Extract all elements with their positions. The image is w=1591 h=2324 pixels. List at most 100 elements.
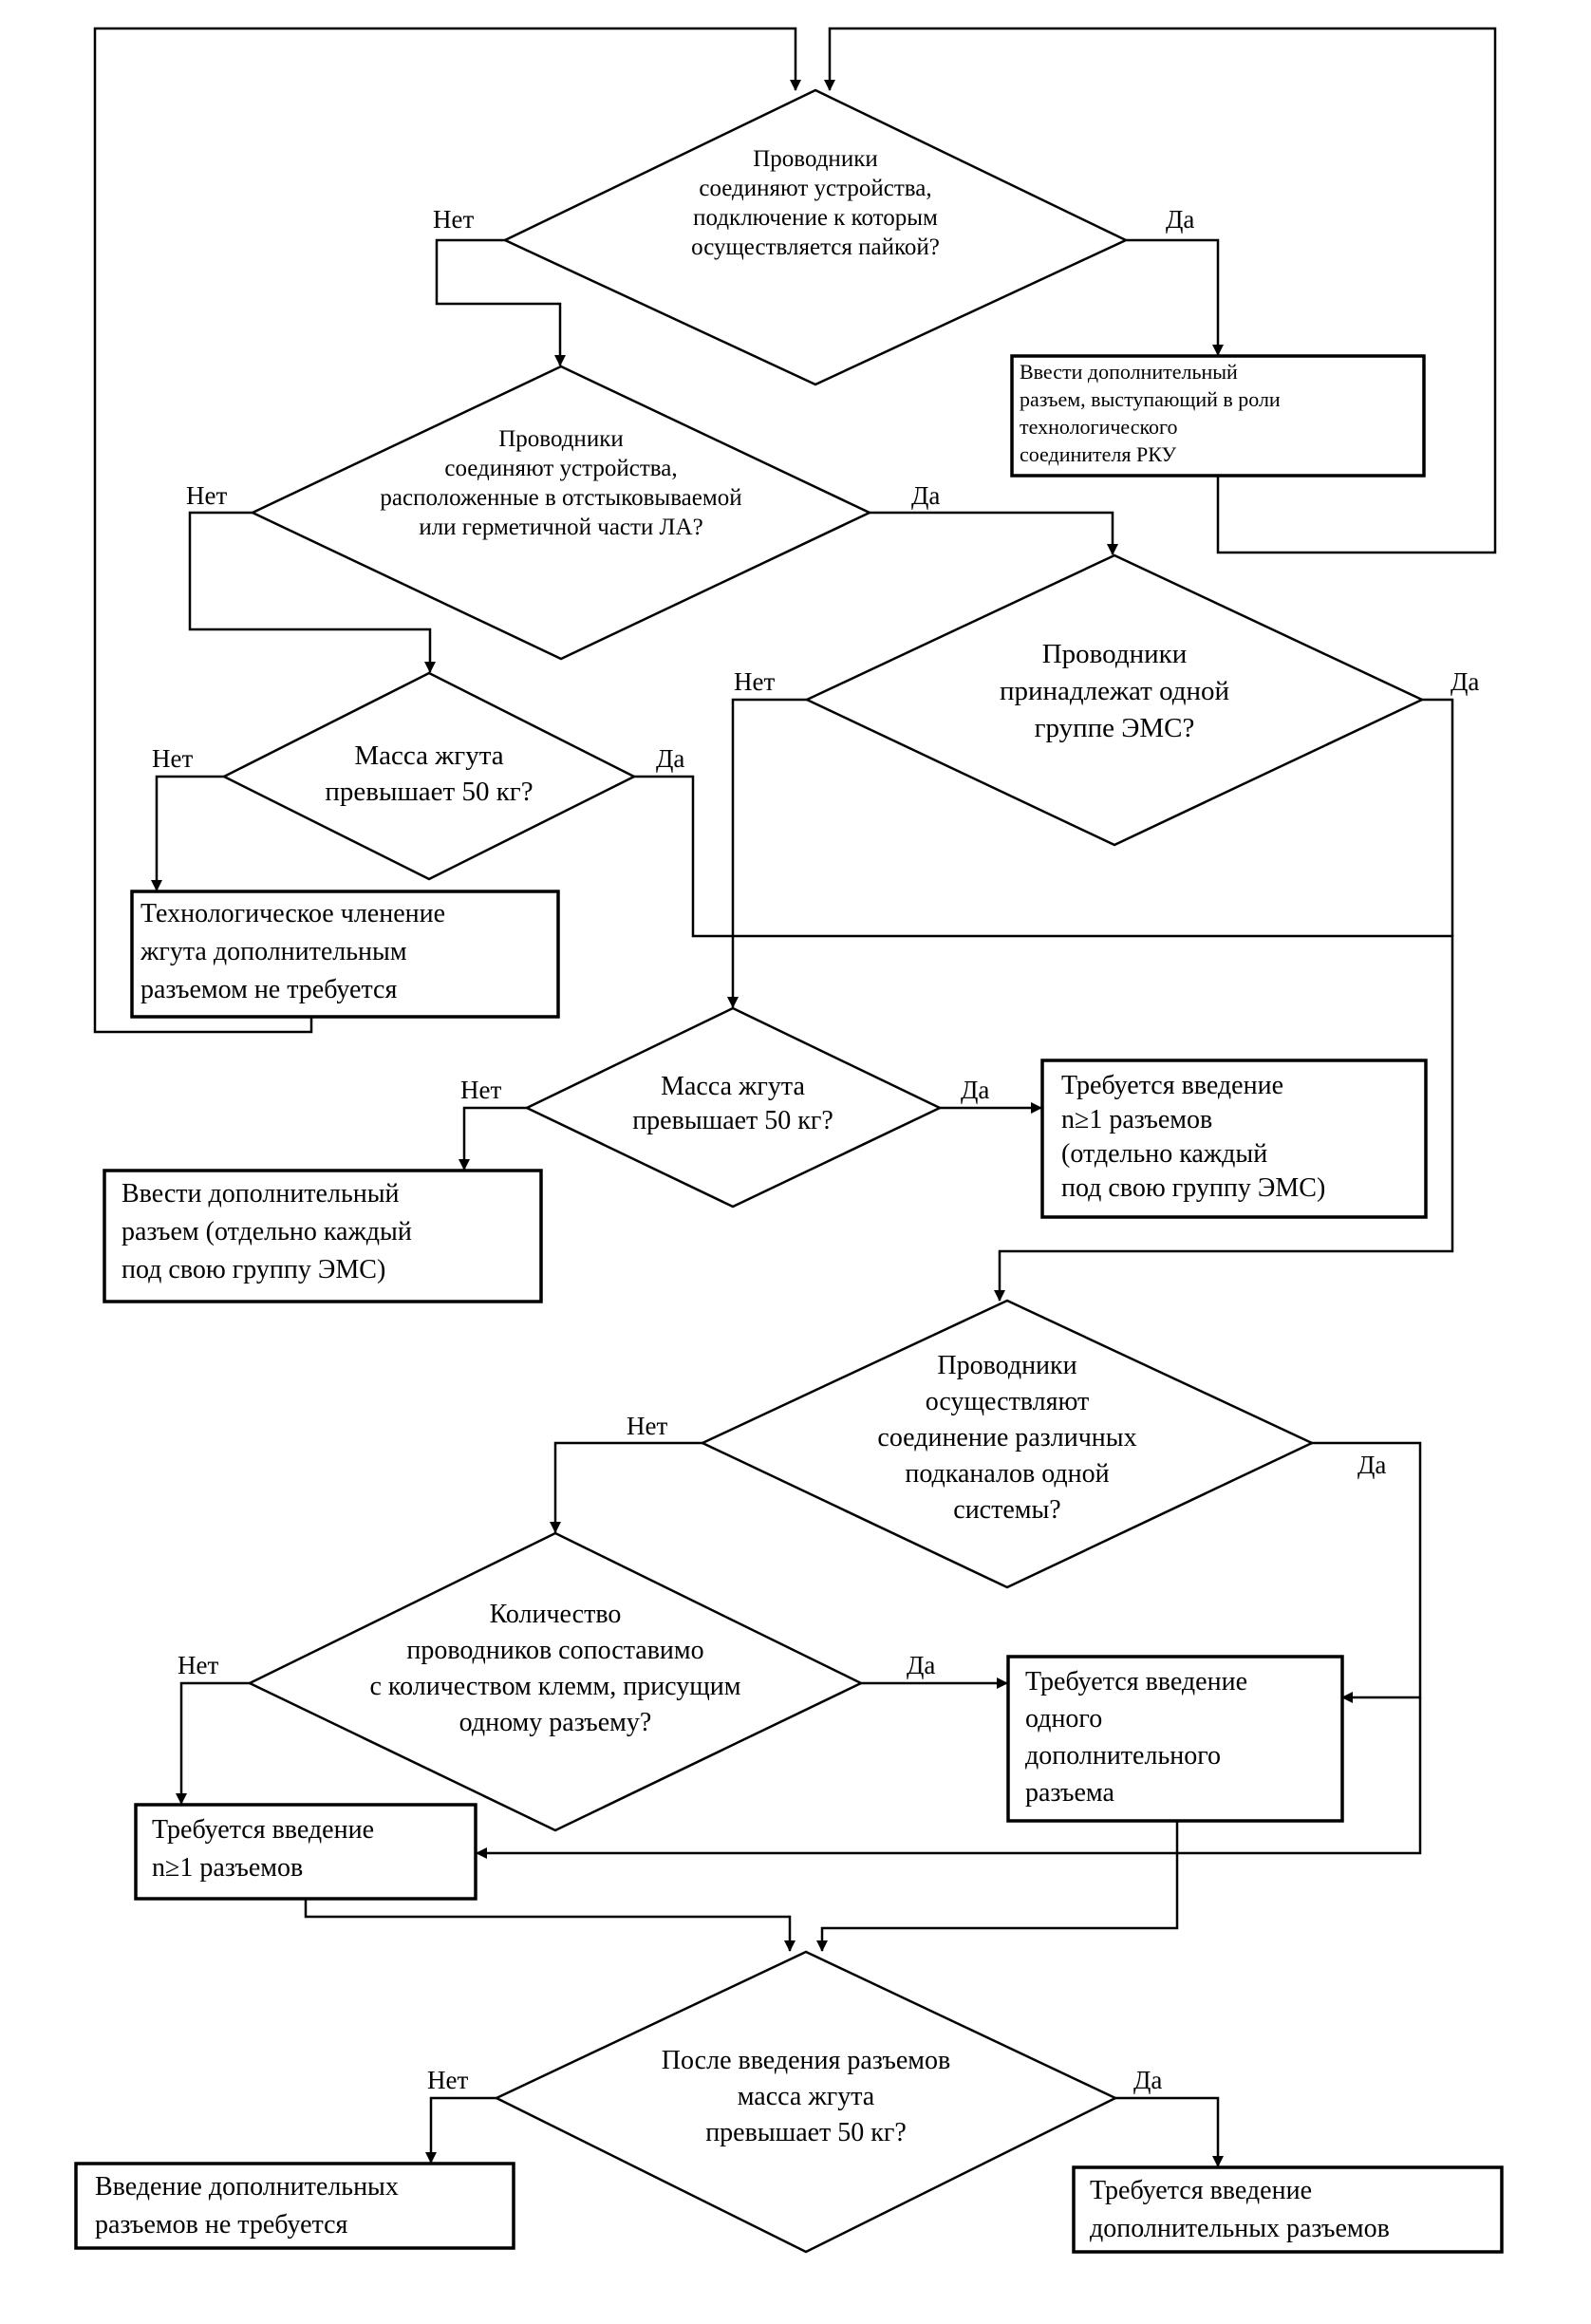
p1-line: технологического bbox=[1020, 415, 1178, 439]
process-p7-text: Введение дополнительных разъемов не треб… bbox=[95, 2168, 513, 2244]
connector-d2-no bbox=[188, 511, 436, 673]
process-p5-text: Требуется введение одного дополнительног… bbox=[1025, 1663, 1340, 1811]
process-p4-text: Ввести дополнительный разъем (отдельно к… bbox=[122, 1175, 539, 1289]
d2-line: Проводники bbox=[498, 426, 624, 452]
d7-line: с количеством клемм, присущим bbox=[369, 1672, 741, 1701]
process-p3-text: Требуется введение n≥1 разъемов (отдельн… bbox=[1061, 1069, 1422, 1206]
label-d6-no: Нет bbox=[627, 1412, 667, 1440]
d2-line: расположенные в отстыковываемой bbox=[380, 485, 742, 511]
d6-line: Проводники bbox=[937, 1351, 1077, 1380]
label-d4-yes: Да bbox=[1451, 667, 1479, 696]
d3-line: превышает 50 кг? bbox=[325, 777, 533, 807]
p6-line: n≥1 разъемов bbox=[152, 1853, 304, 1883]
d4-line: Проводники bbox=[1041, 639, 1188, 669]
decision-d3-diamond bbox=[221, 671, 637, 881]
d6-line: подканалов одной bbox=[905, 1459, 1110, 1489]
d5-line: превышает 50 кг? bbox=[632, 1106, 833, 1135]
decision-d4-diamond bbox=[804, 553, 1425, 847]
p3-line: n≥1 разъемов bbox=[1061, 1105, 1213, 1134]
p5-line: дополнительного bbox=[1025, 1741, 1221, 1771]
d1-line: соединяют устройства, bbox=[699, 176, 932, 201]
p2-line: разъемом не требуется bbox=[140, 975, 398, 1004]
p2-line: жгута дополнительным bbox=[140, 937, 407, 966]
d6-line: системы? bbox=[953, 1495, 1061, 1525]
label-d1-yes: Да bbox=[1166, 205, 1194, 234]
decision-d2-text: Проводники соединяют устройства, располо… bbox=[328, 424, 794, 542]
p1-line: Ввести дополнительный bbox=[1020, 360, 1238, 384]
decision-d7-text: Количество проводников сопоставимо с кол… bbox=[337, 1597, 774, 1741]
connector-d8-yes bbox=[1115, 2096, 1224, 2167]
process-p8-box bbox=[1072, 2165, 1504, 2254]
p3-line: под свою группу ЭМС) bbox=[1061, 1173, 1326, 1203]
p1-line: разъем, выступающий в роли bbox=[1020, 387, 1281, 411]
p4-line: разъем (отдельно каждый bbox=[122, 1217, 412, 1246]
process-p6-text: Требуется введение n≥1 разъемов bbox=[152, 1811, 475, 1887]
p4-line: Ввести дополнительный bbox=[122, 1179, 400, 1209]
process-p6-box bbox=[134, 1803, 477, 1901]
connector-d5-no bbox=[459, 1106, 527, 1171]
label-d8-yes: Да bbox=[1133, 2066, 1162, 2094]
p4-line: под свою группу ЭМС) bbox=[122, 1255, 386, 1284]
p8-line: Требуется введение bbox=[1090, 2176, 1312, 2205]
process-p8-text: Требуется введение дополнительных разъем… bbox=[1090, 2172, 1500, 2248]
label-d8-no: Нет bbox=[427, 2066, 468, 2094]
p6-line: Требуется введение bbox=[152, 1815, 374, 1845]
decision-d5-text: Масса жгута превышает 50 кг? bbox=[600, 1070, 866, 1138]
label-d1-no: Нет bbox=[433, 205, 474, 234]
connector-p6-to-d8 bbox=[304, 1898, 796, 1952]
decision-d6-diamond bbox=[700, 1299, 1315, 1589]
p7-line: Введение дополнительных bbox=[95, 2172, 399, 2202]
process-p7-box bbox=[74, 2162, 515, 2250]
label-d6-yes: Да bbox=[1357, 1451, 1386, 1479]
decision-d8-text: После введения разъемов масса жгута прев… bbox=[607, 2043, 1005, 2151]
connector-loop-left bbox=[93, 27, 801, 1034]
d8-line: После введения разъемов bbox=[661, 2046, 951, 2075]
d8-line: превышает 50 кг? bbox=[705, 2118, 907, 2147]
connector-loop-right bbox=[824, 27, 1497, 554]
process-p3-box bbox=[1040, 1059, 1428, 1219]
d7-line: Количество bbox=[489, 1600, 622, 1629]
decision-d4-text: Проводники принадлежат одной группе ЭМС? bbox=[944, 636, 1285, 747]
p5-line: разъема bbox=[1025, 1778, 1114, 1808]
decision-shapes bbox=[221, 88, 1425, 2254]
connector-d8-no bbox=[425, 2096, 496, 2164]
label-d4-no: Нет bbox=[734, 667, 775, 696]
d5-line: Масса жгута bbox=[661, 1072, 805, 1101]
d8-line: масса жгута bbox=[737, 2082, 875, 2111]
connector-p5-to-d8 bbox=[816, 1821, 1179, 1952]
d4-line: принадлежат одной bbox=[999, 676, 1230, 706]
d4-line: группе ЭМС? bbox=[1034, 713, 1195, 743]
decision-d3-text: Масса жгута превышает 50 кг? bbox=[296, 738, 562, 810]
connector-d6-yes-to-p6 bbox=[476, 1697, 1422, 1859]
d6-line: соединение различных bbox=[877, 1423, 1137, 1452]
p1-line: соединителя РКУ bbox=[1020, 442, 1177, 466]
p3-line: (отдельно каждый bbox=[1061, 1139, 1268, 1169]
d1-line: Проводники bbox=[753, 146, 878, 172]
connector-d4-no bbox=[727, 698, 807, 1008]
connector-d4-yes bbox=[1422, 698, 1454, 936]
process-p5-box bbox=[1006, 1655, 1344, 1823]
label-d5-yes: Да bbox=[961, 1076, 989, 1104]
p8-line: дополнительных разъемов bbox=[1090, 2214, 1390, 2243]
d7-line: одному разъему? bbox=[459, 1708, 652, 1737]
d6-line: осуществляют bbox=[925, 1387, 1090, 1416]
p3-line: Требуется введение bbox=[1061, 1071, 1283, 1100]
connector-d7-no bbox=[176, 1681, 250, 1805]
decision-d2-diamond bbox=[250, 365, 872, 661]
d1-line: осуществляется пайкой? bbox=[691, 234, 940, 260]
process-p2-box bbox=[130, 890, 560, 1019]
d7-line: проводников сопоставимо bbox=[406, 1636, 704, 1665]
p5-line: Требуется введение bbox=[1025, 1667, 1247, 1696]
label-d5-no: Нет bbox=[460, 1076, 501, 1104]
label-d2-yes: Да bbox=[911, 481, 940, 510]
d2-line: или герметичной части ЛА? bbox=[419, 515, 703, 540]
label-d7-no: Нет bbox=[178, 1651, 218, 1679]
process-p2-text: Технологическое членение жгута дополните… bbox=[140, 895, 556, 1009]
d3-line: Масса жгута bbox=[354, 740, 504, 771]
connector-d6-yes bbox=[1312, 1441, 1422, 1703]
label-d7-yes: Да bbox=[907, 1651, 935, 1679]
connectors bbox=[93, 27, 1497, 2167]
decision-d1-text: Проводники соединяют устройства, подключ… bbox=[600, 144, 1031, 262]
decision-texts: Проводники соединяют устройства, подключ… bbox=[296, 144, 1285, 2151]
